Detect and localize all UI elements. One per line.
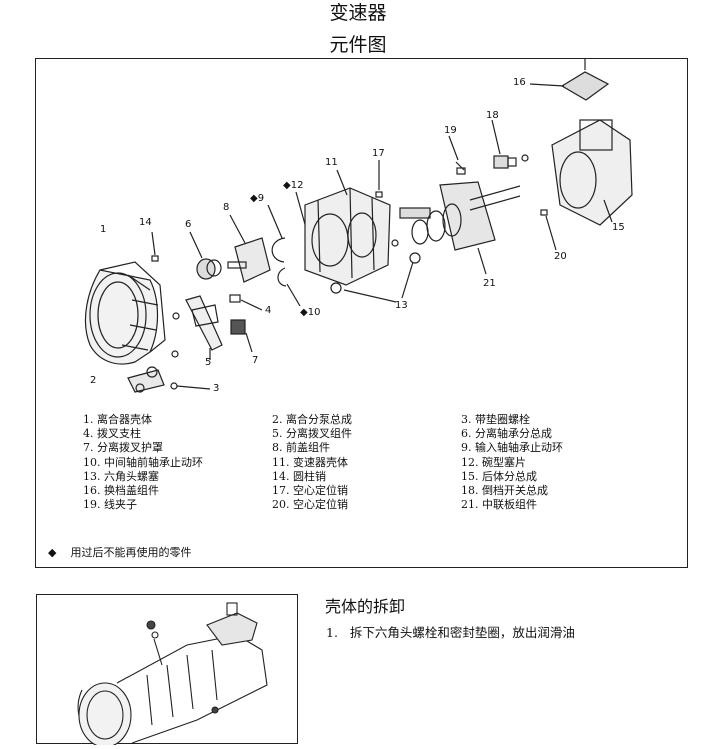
note-text: 用过后不能再使用的零件 (70, 546, 192, 559)
rear-body-drawing (551, 119, 633, 226)
legend-item: 3. 带垫圈螺栓 (461, 413, 530, 426)
transmission-case-drawing (304, 169, 391, 286)
hex-plug-drawing (330, 252, 421, 303)
callout-1: 1 (100, 224, 107, 235)
section-title: 壳体的拆卸 (325, 597, 406, 616)
legend-item: 10. 中间轴前轴承止动环 (83, 455, 203, 469)
clutch-housing-drawing (84, 261, 166, 365)
callout-13: 13 (395, 300, 408, 311)
callout-12: ◆12 (283, 180, 304, 191)
legend-item: 9. 输入轴轴承止动环 (461, 441, 563, 455)
transmission-assembly-drawing (77, 602, 268, 748)
exploded-view-diagram (84, 58, 633, 393)
legend-item: 12. 碗型塞片 (461, 455, 526, 469)
callout-21: 21 (483, 278, 496, 289)
non-reusable-marker: ◆ (48, 546, 57, 559)
callout-4: 4 (265, 305, 272, 316)
wire-clip-drawing (448, 135, 466, 175)
hollow-pin-17-drawing (375, 160, 383, 198)
callout-5: 5 (205, 357, 212, 368)
callout-19: 19 (444, 125, 457, 136)
step-1: 1. 拆下六角头螺栓和密封垫圈，放出润滑油 (326, 622, 575, 641)
callout-15: 15 (612, 222, 625, 233)
intermediate-plate-drawing (391, 181, 521, 275)
front-cover-drawing (227, 214, 271, 283)
page-title: 变速器 (329, 2, 387, 24)
release-fork-cover-drawing (230, 319, 253, 353)
callout-18: 18 (486, 110, 499, 121)
legend-item: 4. 拨叉支柱 (83, 427, 141, 441)
cylindrical-pin-drawing (151, 231, 159, 262)
callout-11: 11 (325, 157, 338, 168)
legend-item: 2. 离合分泵总成 (272, 413, 352, 426)
legend-item: 21. 中联板组件 (461, 498, 537, 512)
callout-6: 6 (185, 219, 192, 230)
non-reusable-marker: ◆ (283, 180, 291, 191)
reverse-switch-drawing (491, 119, 529, 169)
legend-item: 16. 换档盖组件 (83, 484, 159, 497)
legend-note: ◆ 用过后不能再使用的零件 (48, 544, 191, 560)
fork-pivot-drawing (229, 294, 263, 311)
legend-item: 20. 空心定位销 (272, 498, 348, 512)
callout-7: 7 (252, 355, 259, 366)
release-bearing-drawing (189, 231, 222, 280)
callout-10: ◆10 (300, 307, 321, 318)
legend-item: 13. 六角头螺塞 (83, 469, 159, 483)
legend-item: 19. 线夹子 (83, 498, 137, 512)
legend-item: 8. 前盖组件 (272, 441, 330, 455)
shift-cover-drawing (529, 58, 610, 101)
callout-8: 8 (223, 202, 230, 213)
slave-cylinder-drawing (127, 366, 165, 393)
legend-item: 15. 后体分总成 (461, 469, 537, 483)
callout-17: 17 (372, 148, 385, 159)
legend-item: 1. 离合器壳体 (83, 413, 152, 426)
snap-ring-10-drawing (277, 267, 301, 307)
legend-item: 14. 圆柱销 (272, 469, 326, 483)
legend-item: 11. 变速器壳体 (272, 455, 348, 469)
component-diagram-frame (35, 58, 688, 568)
non-reusable-marker: ◆ (300, 307, 308, 318)
snap-ring-9-drawing (267, 204, 286, 263)
legend-item: 18. 倒档开关总成 (461, 484, 548, 497)
callout-9: ◆9 (250, 193, 265, 204)
legend-item: 7. 分离拨叉护罩 (83, 441, 163, 455)
step-text: 拆下六角头螺栓和密封垫圈，放出润滑油 (349, 625, 575, 640)
hollow-pin-20-drawing (540, 209, 557, 251)
step-number: 1. (326, 625, 338, 640)
disassembly-illustration-frame (36, 594, 298, 748)
callout-16: 16 (513, 77, 526, 88)
non-reusable-marker: ◆ (250, 193, 258, 204)
callout-14: 14 (139, 217, 152, 228)
callout-20: 20 (554, 251, 567, 262)
legend-item: 5. 分离拨叉组件 (272, 427, 352, 441)
callout-3: 3 (213, 383, 220, 394)
page-subtitle: 元件图 (329, 34, 387, 56)
callout-2: 2 (90, 375, 97, 386)
bolt-drawing (170, 382, 211, 390)
legend-item: 6. 分离轴承分总成 (461, 427, 552, 441)
legend-item: 17. 空心定位销 (272, 484, 348, 497)
release-fork-drawing (172, 295, 223, 360)
